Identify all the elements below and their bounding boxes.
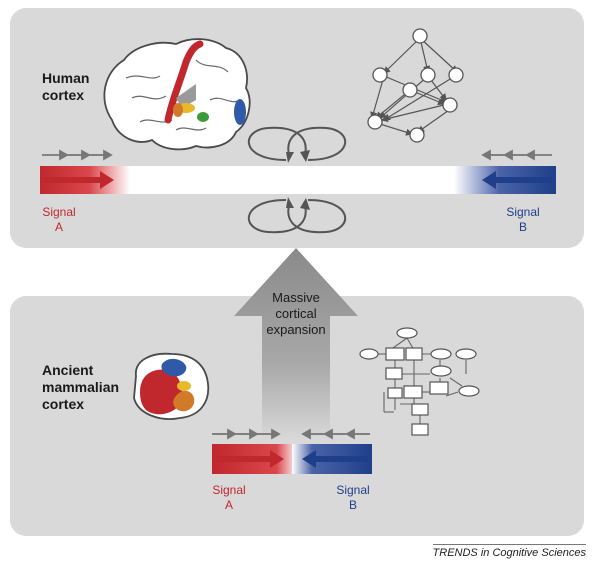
human-network-nodes [367,28,464,143]
recurrent-loop-icon [247,126,347,234]
human-cortex-line1: Human [42,70,90,86]
ancient-brain-icon [133,352,210,420]
signal-a-label-top: Signal A [34,205,84,235]
ancient-cortex-line3: cortex [42,396,85,412]
small-arrows-b-top [481,149,552,161]
human-cortex-panel [10,8,584,248]
signal-b-top-line2: B [518,220,527,234]
expansion-label: Massive cortical expansion [236,290,356,338]
signal-b-arrow-bottom [302,450,368,468]
ancient-cortex-line1: Ancient [42,362,94,378]
signal-a-arrow-top [44,171,114,189]
signal-b-label-top: Signal B [498,205,548,235]
expansion-line1: Massive [272,290,320,305]
human-brain-icon [103,38,251,151]
loop-arrowheads [286,150,310,210]
ancient-network-nodes [359,327,480,436]
small-arrows-a-bottom [212,428,281,440]
signal-b-arrow-top [482,171,552,189]
journal-footer: TRENDS in Cognitive Sciences [432,544,586,559]
signal-a-arrow-bottom [216,450,284,468]
signal-a-label-bottom: Signal A [204,483,254,513]
ancient-cortex-label: Ancient mammalian cortex [42,362,119,413]
signal-b-label-bottom: Signal B [328,483,378,513]
signal-a-top-line2: A [54,220,63,234]
signal-a-bottom-line2: A [224,498,233,512]
signal-b-bottom-line2: B [348,498,357,512]
human-network-diagram [370,37,458,136]
ancient-cortex-line2: mammalian [42,379,120,395]
human-cortex-label: Human cortex [42,70,89,104]
small-arrows-b-bottom [301,428,370,440]
signal-a-top-line1: Signal [42,205,76,219]
human-cortex-line2: cortex [42,87,85,103]
small-arrows-a-top [42,149,113,161]
expansion-line3: expansion [266,322,326,337]
signal-b-bottom-line1: Signal [336,483,370,497]
expansion-line2: cortical [275,306,317,321]
signal-a-bottom-line1: Signal [212,483,246,497]
expansion-arrow [234,248,358,440]
signal-b-top-line1: Signal [506,205,540,219]
